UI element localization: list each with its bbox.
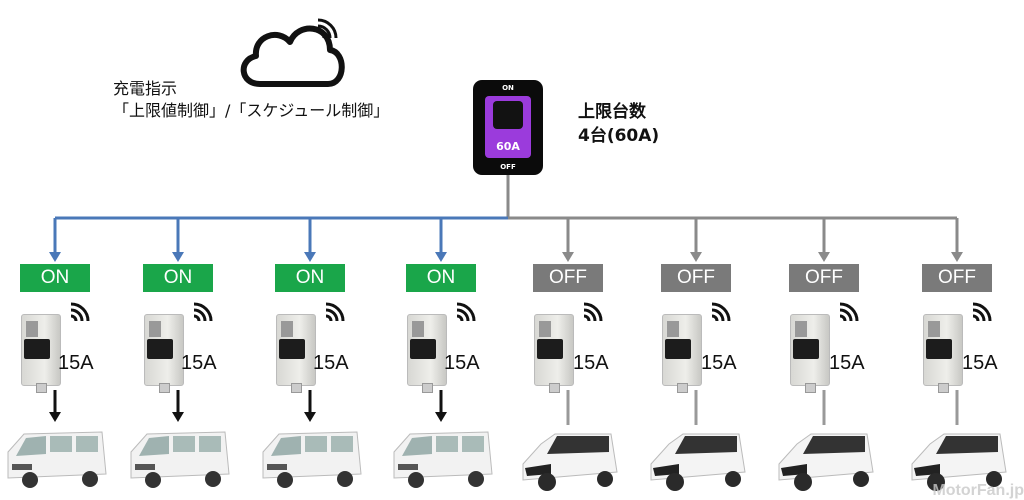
state-badge: ON: [275, 264, 345, 292]
current-label: 15A: [58, 352, 94, 374]
wifi-icon: [711, 302, 731, 322]
wifi-icon: [193, 302, 213, 322]
state-badge: ON: [20, 264, 90, 292]
output-arrow: [435, 412, 447, 422]
ev-charger: [276, 314, 316, 393]
feeder-arrow: [435, 252, 447, 262]
kei-car-image: [522, 433, 618, 491]
wifi-icon: [456, 302, 476, 322]
ev-charger: [144, 314, 184, 393]
ev-charger: [407, 314, 447, 393]
breaker-rating: 60A: [496, 140, 520, 153]
van-image: [130, 431, 230, 488]
wifi-icon: [972, 302, 992, 322]
feeder-arrow: [690, 252, 702, 262]
current-label: 15A: [573, 352, 609, 374]
state-badge: ON: [406, 264, 476, 292]
feeder-arrow: [818, 252, 830, 262]
van-image: [393, 431, 493, 488]
ev-charger: [534, 314, 574, 393]
charger-unit: OFF 15A: [778, 264, 919, 500]
breaker-switch: 60A: [485, 96, 531, 158]
limit-value: 4台(60A): [578, 126, 660, 146]
main-breaker: ON 60A OFF: [473, 80, 543, 175]
current-label: 15A: [829, 352, 865, 374]
charger-unit: OFF 15A: [911, 264, 1024, 500]
van-image: [262, 431, 362, 488]
charger-unit: ON 15A: [7, 264, 150, 500]
instruction-modes: 「上限値制御」/「スケジュール制御」: [113, 101, 390, 120]
cloud-wifi-icon: [317, 18, 338, 39]
wifi-icon: [325, 302, 345, 322]
state-badge: OFF: [789, 264, 859, 292]
breaker-off-label: OFF: [500, 163, 516, 171]
breaker-on-label: ON: [502, 84, 514, 92]
current-label: 15A: [701, 352, 737, 374]
charger-unit: ON 15A: [393, 264, 536, 500]
cloud-icon: [240, 18, 345, 87]
current-label: 15A: [181, 352, 217, 374]
current-label: 15A: [962, 352, 998, 374]
charger-unit: OFF 15A: [522, 264, 663, 500]
ev-charger: [662, 314, 702, 393]
feeder-arrow: [49, 252, 61, 262]
instruction-title: 充電指示: [113, 79, 178, 98]
state-badge: OFF: [922, 264, 992, 292]
max-units-label: 上限台数 4台(60A): [578, 100, 659, 148]
kei-car-image: [650, 433, 746, 491]
current-label: 15A: [444, 352, 480, 374]
charger-unit: ON 15A: [130, 264, 273, 500]
feeder-arrow: [304, 252, 316, 262]
ev-charger: [790, 314, 830, 393]
ev-charger: [21, 314, 61, 393]
van-image: [7, 431, 107, 488]
wifi-icon: [70, 302, 90, 322]
charge-instruction: 充電指示 「上限値制御」/「スケジュール制御」: [113, 78, 389, 122]
ev-charger: [923, 314, 963, 393]
kei-car-image: [778, 433, 874, 491]
kei-car-image: [911, 433, 1007, 491]
wifi-icon: [839, 302, 859, 322]
output-arrow: [172, 412, 184, 422]
state-badge: ON: [143, 264, 213, 292]
charger-unit: OFF 15A: [650, 264, 791, 500]
state-badge: OFF: [533, 264, 603, 292]
wifi-icon: [583, 302, 603, 322]
watermark: MotorFan.jp: [932, 482, 1024, 499]
state-badge: OFF: [661, 264, 731, 292]
current-label: 15A: [313, 352, 349, 374]
feeder-arrow: [951, 252, 963, 262]
feeder-arrow: [562, 252, 574, 262]
output-arrow: [304, 412, 316, 422]
charger-unit: ON 15A: [262, 264, 405, 500]
feeder-arrow: [172, 252, 184, 262]
output-arrow: [49, 412, 61, 422]
limit-title: 上限台数: [578, 102, 646, 122]
